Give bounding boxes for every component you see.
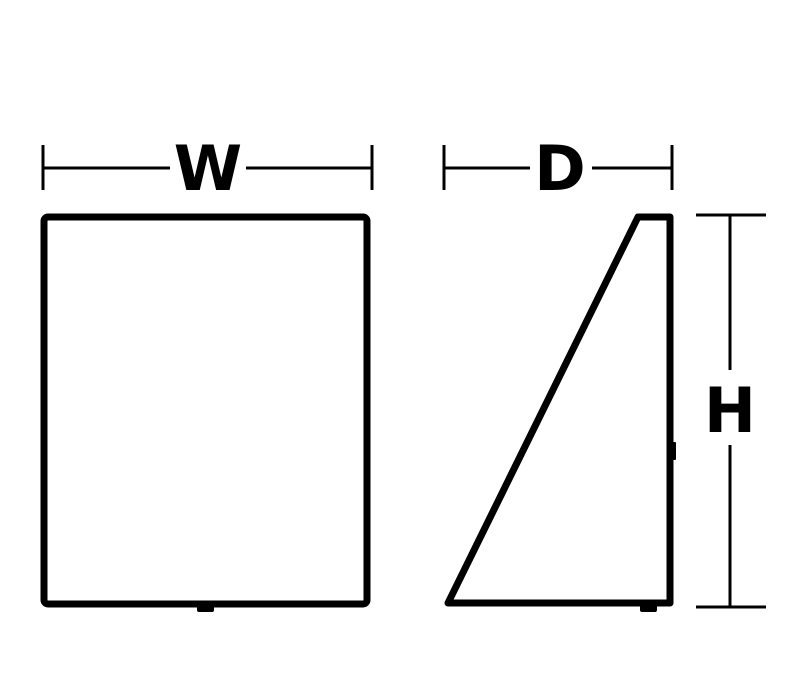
side-view-foot — [640, 603, 657, 612]
width-dimension — [41, 145, 374, 190]
height-label: H — [704, 374, 756, 447]
front-view-body — [40, 213, 371, 608]
height-dimension — [696, 213, 766, 609]
front-view-foot — [197, 604, 214, 612]
depth-dimension — [442, 145, 674, 190]
side-view — [444, 213, 676, 612]
side-view-button — [670, 442, 676, 460]
width-label: W — [174, 132, 242, 205]
depth-label: D — [534, 132, 585, 205]
side-view-body — [444, 213, 674, 607]
front-view — [40, 213, 371, 612]
